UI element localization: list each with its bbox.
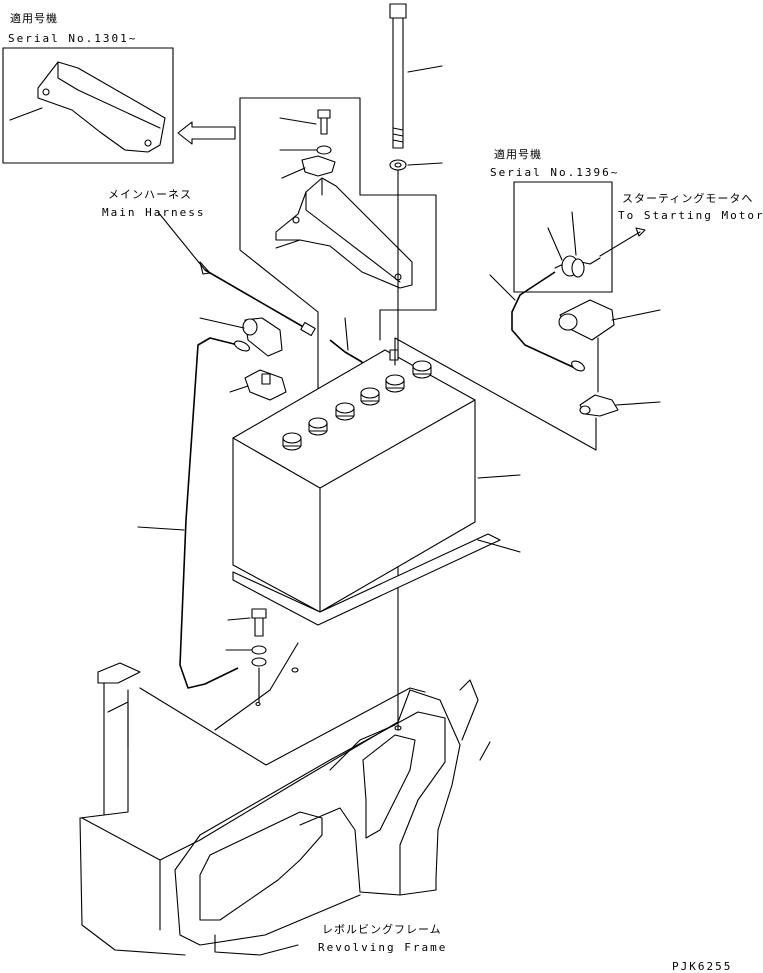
mount-bolt-icon bbox=[225, 608, 267, 703]
bolt-icon bbox=[279, 109, 331, 135]
inset-bracket-box bbox=[2, 47, 174, 164]
revolving-frame-label: Revolving Frame bbox=[318, 941, 447, 954]
inset-arrow-icon bbox=[177, 121, 236, 145]
drawing-code: PJK6255 bbox=[672, 960, 732, 973]
washer-icon bbox=[279, 145, 332, 155]
battery-bracket bbox=[275, 177, 413, 289]
serial1-label: Serial No.1301~ bbox=[8, 32, 137, 45]
starter-cable bbox=[511, 271, 576, 369]
terminal-clamp-right bbox=[579, 394, 661, 451]
main-harness-label: Main Harness bbox=[102, 206, 205, 219]
revolving-frame bbox=[79, 642, 491, 956]
starting-motor-label: To Starting Motor bbox=[618, 209, 763, 222]
ground-cable bbox=[179, 337, 251, 689]
serial1-jp-label: 適用号機 bbox=[10, 11, 58, 25]
battery bbox=[232, 349, 521, 613]
battery-tray bbox=[232, 533, 521, 626]
main-harness-jp-label: メインハーネス bbox=[108, 188, 192, 201]
terminal-cover bbox=[199, 317, 283, 357]
serial2-jp-label: 適用号機 bbox=[494, 147, 542, 161]
serial2-label: Serial No.1396~ bbox=[490, 166, 619, 179]
starting-motor-jp-label: スターティングモータへ bbox=[622, 191, 753, 205]
terminal-cap bbox=[558, 299, 661, 393]
revolving-frame-jp-label: レボルビングフレーム bbox=[322, 922, 442, 936]
clamp-icon bbox=[281, 155, 336, 179]
starter-cable-inset bbox=[513, 181, 646, 293]
bracket-group-outline bbox=[239, 97, 437, 341]
